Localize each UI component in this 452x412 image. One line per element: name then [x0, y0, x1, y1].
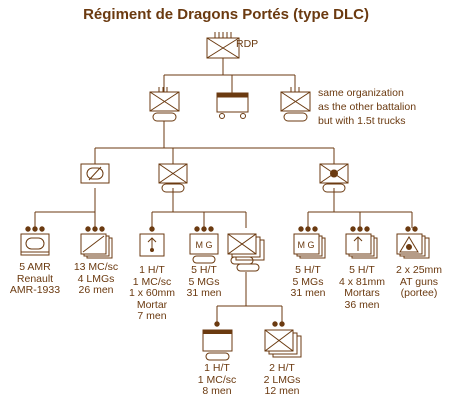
- regiment-hq-symbol: [206, 32, 240, 59]
- mg-text: M G: [298, 240, 315, 250]
- battalion-note: same organization as the other battalion…: [318, 86, 416, 128]
- mcsc-platoon-symbol: [80, 226, 113, 259]
- amr-label: 5 AMR Renault AMR-1933: [9, 261, 61, 296]
- mg-platoon-symbol: M G: [189, 226, 219, 264]
- mortar-60-label: 1 H/T 1 MC/sc 1 x 60mm Mortar 7 men: [128, 264, 176, 322]
- rifle-platoons-label: 2 H/T 2 LMGs 12 men: [263, 362, 301, 397]
- mortar-81-symbol: [345, 226, 378, 259]
- rifle-platoons-stack-symbol: [227, 233, 265, 272]
- rifle-company-symbol: [158, 159, 188, 193]
- battalion-1-symbol: [149, 87, 180, 122]
- note-line: as the other battalion: [318, 101, 417, 113]
- amr-platoon-symbol: [20, 226, 50, 256]
- company-hq-symbol: [202, 321, 233, 361]
- mortar-60-symbol: [139, 226, 165, 257]
- mcsc-label: 13 MC/sc 4 LMGs 26 men: [73, 261, 119, 296]
- recon-company-symbol: [80, 159, 110, 184]
- battalion-2-symbol: [280, 87, 311, 122]
- at-guns-label: 2 x 25mm AT guns (portee): [395, 264, 443, 299]
- hq-label: RDP: [236, 38, 259, 50]
- diagram-title: Régiment de Dragons Portés (type DLC): [83, 6, 369, 23]
- coy-hq-label: 1 H/T 1 MC/sc 8 men: [197, 362, 237, 397]
- note-line: but with 1.5t trucks: [318, 115, 406, 127]
- rifle-platoons-symbol: [264, 321, 302, 358]
- at-guns-symbol: [396, 226, 430, 259]
- mortar-81-label: 5 H/T 4 x 81mm Mortars 36 men: [338, 264, 386, 311]
- note-line: same organization: [318, 87, 404, 99]
- mg-company-symbol: M G: [293, 226, 326, 259]
- mg-company-label: 5 H/T 5 MGs 31 men: [290, 264, 326, 299]
- regimental-support-symbol: [216, 92, 249, 119]
- support-company-symbol: [319, 159, 349, 193]
- mg-platoon-label: 5 H/T 5 MGs 31 men: [186, 264, 222, 299]
- mg-text: M G: [196, 240, 213, 250]
